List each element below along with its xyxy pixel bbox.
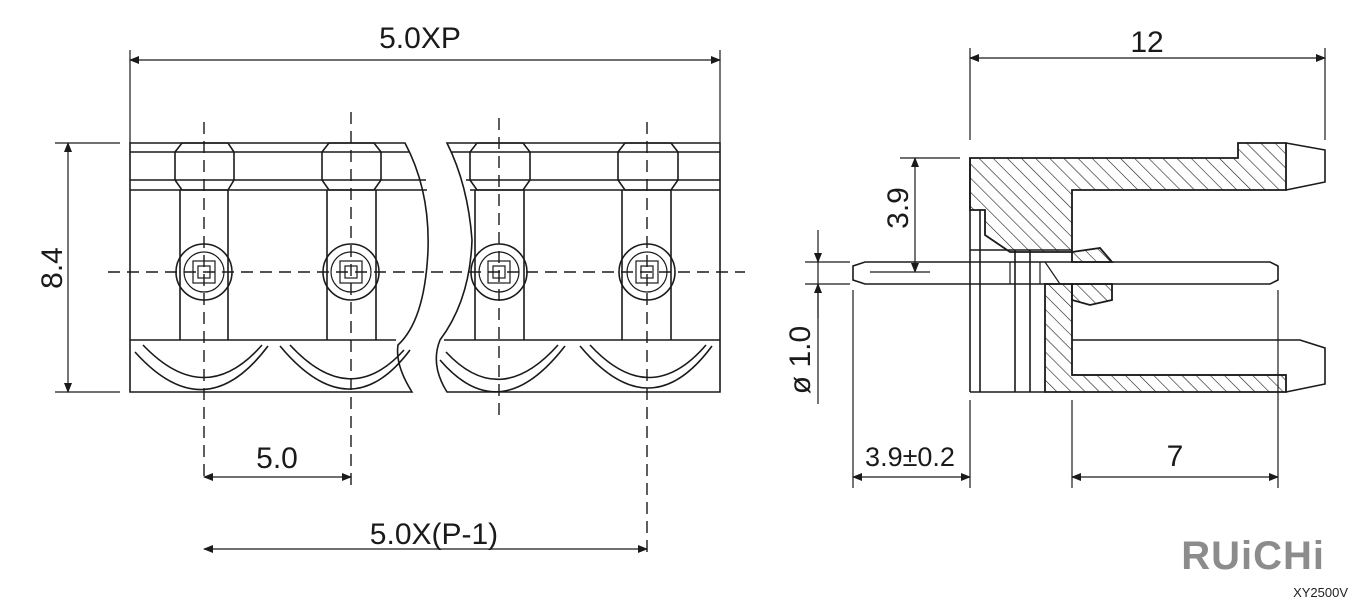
side-body-upper xyxy=(969,142,1287,253)
dim-pin-tail: 3.9±0.2 xyxy=(865,442,955,472)
side-view xyxy=(852,142,1326,393)
top-bumps xyxy=(174,142,679,191)
front-view xyxy=(108,112,745,556)
dim-height: 8.4 xyxy=(36,247,69,289)
dim-pin-engagement: 7 xyxy=(1167,440,1184,473)
model-number: XY2500V xyxy=(1293,585,1348,600)
front-left-block xyxy=(129,142,429,393)
dim-pin-offset: 3.9 xyxy=(882,187,915,229)
pin xyxy=(852,261,1279,285)
brand-block: RUiCHi XY2500V xyxy=(1181,534,1348,600)
dim-span: 5.0X(P-1) xyxy=(370,518,498,551)
brand-logo: RUiCHi xyxy=(1181,534,1325,578)
dim-pin-diameter: ø 1.0 xyxy=(784,326,817,394)
dim-side-length: 12 xyxy=(1130,26,1163,59)
center-lines xyxy=(108,112,745,556)
front-dimensions: 5.0XP 8.4 5.0 5.0X(P-1) xyxy=(36,22,721,553)
dim-pitch: 5.0 xyxy=(256,442,298,475)
side-dimensions: 12 3.9 ø 1.0 3.9±0.2 7 xyxy=(784,26,1326,488)
front-right-block xyxy=(435,142,721,393)
bottom-arcs xyxy=(134,344,713,393)
dim-overall-width: 5.0XP xyxy=(379,22,461,55)
